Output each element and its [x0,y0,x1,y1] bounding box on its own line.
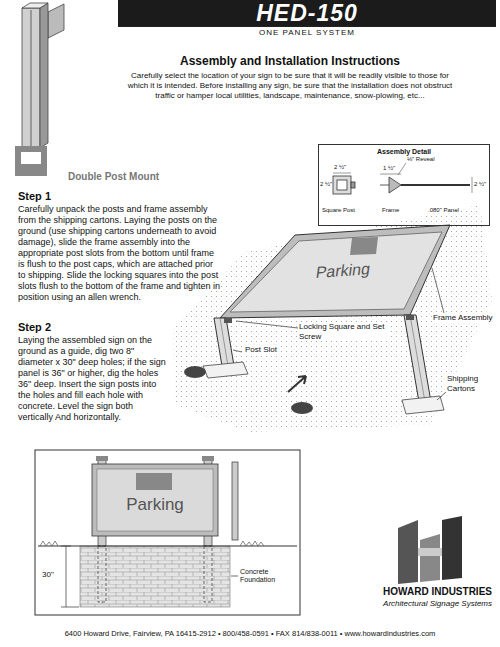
step-text: Carefully unpack the posts and frame ass… [18,204,223,303]
front-view [35,450,300,615]
step-heading: Step 1 [18,190,118,203]
callout-label: Frame Assembly [432,313,494,323]
product-code: HED-150 [118,0,496,26]
company-tagline: Architectural Signage Systems [362,599,492,609]
page-heading: Assembly and Installation Instructions [150,54,430,68]
mount-icon [15,146,47,176]
dimension: 1 ½" [383,165,403,172]
part-name: Frame [382,207,404,214]
section-heading: Double Post Mount [68,171,218,183]
dimension: 30" [42,570,62,580]
frame-profile [22,3,64,148]
callout-label: Post Slot [244,345,278,355]
step-text: Laying the assembled sign on the ground … [18,335,168,423]
dimension: 2 ½" [320,181,334,188]
footer-address: 6400 Howard Drive, Fairview, PA 16415-29… [5,629,495,638]
company-logo [398,516,462,584]
company-name: HOWARD INDUSTRIES [362,586,492,598]
detail-drawing [333,163,472,194]
dimension: 2 ½" [474,181,489,188]
callout-label: Concrete Foundation [240,568,296,585]
callout-label: Shipping Cartons [446,374,498,393]
intro-text: Carefully select the location of your si… [125,71,455,101]
dimension: 2 ½" [334,164,354,171]
callout-label: Locking Square and Set Screw [298,322,390,341]
detail-title: Assembly Detail [319,145,489,157]
part-name: Square Post [322,207,362,214]
dimension: ⅛" Reveal [407,156,467,163]
detail-box: Assembly Detail [318,144,490,226]
product-subtitle: ONE PANEL SYSTEM [118,26,496,38]
step-heading: Step 2 [18,321,118,334]
sign-text: Parking [110,495,200,515]
header-band: HED-150ONE PANEL SYSTEM [118,0,496,42]
part-name: .080" Panel [428,207,473,214]
